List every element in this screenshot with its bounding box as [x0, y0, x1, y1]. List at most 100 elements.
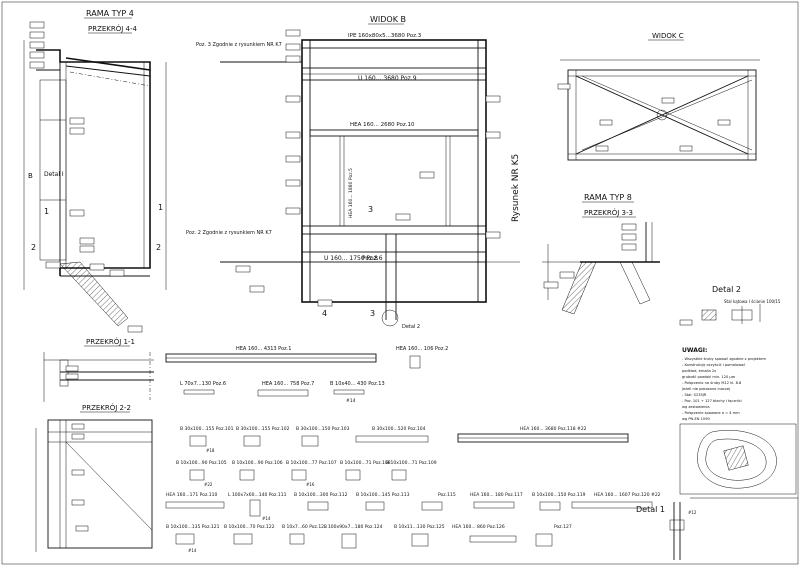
part-126-label: HEA 160... 860 Poz.126 [452, 524, 505, 530]
part-115-label: Poz.115 [438, 492, 456, 498]
sec-mark-2-right: 2 [156, 243, 161, 252]
uwagi-line-8: wg zestawienia [682, 405, 710, 409]
rama-typ8-title: RAMA TYP 8 [584, 193, 632, 202]
part-113-label: B 10x100...145 Poz.113 [356, 492, 410, 498]
part-102-label: B 30x100...155 Poz.102 [236, 426, 290, 432]
przekroj-22-title: PRZEKRÓJ 2-2 [82, 403, 131, 412]
parts-row-2: B 30x100...155 Poz.101 B 30x100...155 Po… [180, 426, 629, 453]
part-109-label: B 10x100...71 Poz.109 [386, 460, 437, 466]
uwagi-line-4: - Połączenia na śruby M12 kl. 8.8 [682, 381, 742, 385]
part-122-label: B 10x100...70 Poz.122 [224, 524, 275, 530]
uwagi-line-1: - Konstrukcję oczyścić i pomalować [682, 363, 745, 367]
przekroj-11-title: PRZEKRÓJ 1-1 [86, 337, 135, 346]
part-105-label: B 10x100...90 Poz.105 [176, 460, 227, 466]
widok-b-poz8: Poz.8 [362, 255, 378, 262]
part-125-label: B 10x11...130 Poz.125 [394, 524, 445, 530]
rama-typ4-title: RAMA TYP 4 [86, 9, 134, 18]
part-121-label: B 10x100...135 Poz.121 [166, 524, 220, 530]
detal-2-view: Detal 2 Stal kątowa I ścianie 100/15 [679, 285, 781, 326]
part-pos13-label: B 10x40... 430 Poz.13 [330, 381, 385, 387]
uwagi-notes: UWAGI: - Wszystkie śruby spawać zgodnie … [681, 347, 766, 421]
detal-1-view: Detal 1 #12 [636, 497, 798, 560]
uwagi-line-10: wg PN-EN 1090 [682, 417, 710, 421]
part-111-label: L 100x7x60...140 Poz.111 [228, 492, 287, 498]
site-plan [679, 423, 797, 495]
part-118-label: HEA 160... 3680 Poz.118 #22 [520, 426, 587, 432]
part-pos13-weld: #14 [346, 398, 356, 404]
parts-row-3: B 10x100...90 Poz.105 B 10x100...90 Poz.… [176, 460, 437, 487]
widok-b-sec3-bot: 3 [370, 309, 375, 318]
przekroj-11-view: PRZEKRÓJ 1-1 [43, 337, 154, 402]
detal-1-title: Detal 1 [636, 505, 665, 514]
part-117-label: HEA 160... 180 Poz.117 [470, 492, 523, 498]
part-112-label: B 10x100...300 Poz.112 [294, 492, 348, 498]
rysunek-nr: Rysunek NR K5 [511, 154, 521, 222]
sec-mark-1-top: 1 [158, 203, 163, 212]
widok-b-poz6: U 160... 1750 Poz.6 [324, 255, 383, 262]
uwagi-line-6: - Stal: S235JR [682, 393, 707, 397]
detal-2-title: Detal 2 [712, 285, 741, 294]
parts-row-5: B 10x100...135 Poz.121 B 10x100...70 Poz… [166, 524, 572, 553]
widok-b-sec4: 4 [322, 309, 327, 318]
widok-b-poz9: U 160... 3680 Poz.9 [358, 75, 417, 82]
uwagi-line-5: jeżeli nie pokazano inaczej [681, 387, 730, 391]
part-101-label: B 30x100...155 Poz.101 [180, 426, 234, 432]
uwagi-line-2: podkład, emalia 2x [682, 369, 717, 373]
part-111-weld: #14 [262, 516, 271, 521]
uwagi-line-0: - Wszystkie śruby spawać zgodnie z proje… [682, 357, 766, 361]
widok-b-title: WIDOK B [370, 15, 406, 24]
part-106-label: B 10x100...90 Poz.106 [232, 460, 283, 466]
part-pos1-label: HEA 160... 4313 Poz.1 [236, 346, 291, 352]
part-tags-rama8 [543, 223, 637, 289]
poz2-note: Poz. 2 Zgodnie z rysunkiem NR K7 [186, 230, 272, 236]
part-tags-rama4 [29, 21, 143, 333]
rama-typ8-view: RAMA TYP 8 PRZEKRÓJ 3-3 [542, 193, 660, 315]
przekroj-33-title: PRZEKRÓJ 3-3 [584, 208, 633, 217]
part-110-label: HEA 160...171 Poz.110 [166, 492, 217, 498]
part-124-label: L 100x90x7...180 Poz.124 [324, 524, 383, 530]
part-121-weld: #14 [188, 548, 197, 553]
part-104-label: B 30x100...520 Poz.104 [372, 426, 426, 432]
part-107-label: B 10x100...77 Poz.107 [286, 460, 337, 466]
widok-b-view: WIDOK B Poz. 3 Zgodnie z rysunkiem NR K7… [186, 15, 521, 330]
sec-mark-2-left: 2 [31, 243, 36, 252]
part-119-label: B 10x100...150 Poz.119 [532, 492, 586, 498]
parts-row-1: HEA 160... 4313 Poz.1 HEA 160... 106 Poz… [165, 346, 448, 404]
part-pos2-label: HEA 160... 106 Poz.2 [396, 346, 448, 352]
przekroj-22-view: PRZEKRÓJ 2-2 [35, 403, 153, 552]
part-107-weld: #16 [306, 482, 315, 487]
detal-i-label: Detal I [44, 171, 64, 178]
part-120-label: HEA 160... 1607 Poz.120 #22 [594, 492, 661, 498]
uwagi-title: UWAGI: [682, 347, 707, 354]
part-tags-widok-c [557, 83, 731, 152]
widok-b-detal2-ref: Detal 2 [402, 324, 420, 330]
part-103-label: B 30x100...150 Poz.103 [296, 426, 350, 432]
widok-b-poz10: HEA 160... 2680 Poz.10 [350, 122, 415, 128]
part-108-label: B 10x100...71 Poz.108 [340, 460, 391, 466]
poz3-note: Poz. 3 Zgodnie z rysunkiem NR K7 [196, 42, 282, 48]
part-105-weld: #22 [204, 482, 213, 487]
widok-b-poz5: HEA 160... 1880 Poz.5 [348, 168, 354, 218]
widok-c-title: WIDOK C [652, 32, 684, 40]
detal-1-weld: #12 [688, 510, 697, 515]
rama-typ4-view: RAMA TYP 4 PRZEKRÓJ 4-4 1 1 2 2 B Detal … [23, 9, 167, 333]
widok-b-poz3: IPE 160x80x5...3680 Poz.3 [348, 33, 422, 39]
sec-mark-b: B [28, 172, 33, 180]
part-127-label: Poz.127 [554, 524, 572, 530]
uwagi-line-3: grubość powłoki min. 120 µm [682, 375, 736, 379]
part-101-weld: #18 [206, 448, 215, 453]
widok-c-view: WIDOK C [557, 32, 760, 161]
uwagi-line-9: - Połączenie spawane a = 4 mm [682, 411, 740, 415]
part-123-label: B 10x7...60 Poz.123 [282, 524, 327, 530]
part-pos6-label: L 70x7...130 Poz.6 [180, 381, 226, 387]
przekroj-44-title: PRZEKRÓJ 4-4 [88, 24, 138, 33]
parts-row-4: HEA 160...171 Poz.110 L 100x7x60...140 P… [165, 492, 661, 521]
detal-2-caption: Stal kątowa I ścianie 100/15 [724, 299, 781, 304]
part-tags-p22 [71, 423, 89, 532]
sec-mark-1-left: 1 [44, 207, 49, 216]
uwagi-line-7: - Poz. 101 ÷ 127 blachy i łączniki [682, 399, 742, 403]
widok-b-sec3-top: 3 [368, 205, 373, 214]
part-tags-widok-b [235, 29, 501, 307]
